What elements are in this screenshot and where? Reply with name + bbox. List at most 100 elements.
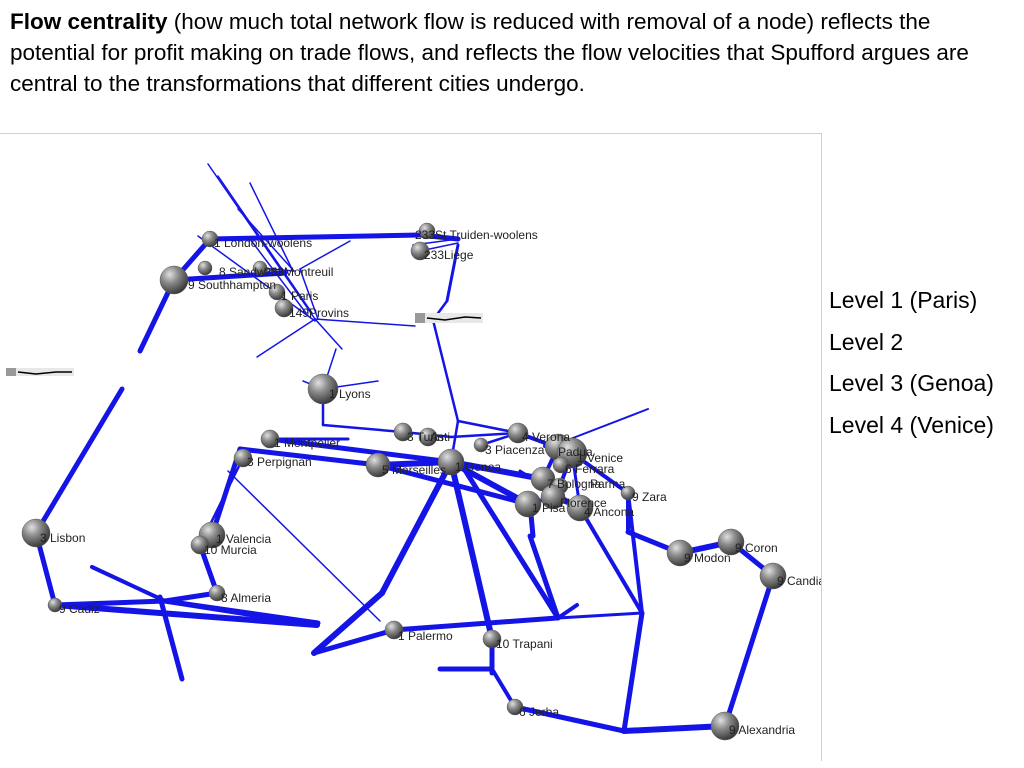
flow-edge <box>431 318 460 423</box>
city-label: 1 Valencia <box>216 532 271 546</box>
flow-edge <box>391 615 560 633</box>
city-node <box>482 629 502 649</box>
flow-edge <box>311 590 385 656</box>
city-node <box>410 241 430 261</box>
city-label: Asti <box>430 430 450 444</box>
city-node <box>159 265 189 295</box>
flow-edge <box>207 232 423 242</box>
city-label: 9 Alexandria <box>729 723 795 737</box>
scale-bar-left <box>6 364 74 376</box>
city-label: 8 Sandwich <box>219 265 281 279</box>
flow-edge <box>267 436 454 465</box>
city-label: 9 Coron <box>735 541 778 555</box>
city-node <box>507 422 529 444</box>
city-label: 9 Southhampton <box>188 278 276 292</box>
city-label: 5 Marseilles <box>382 463 446 477</box>
flow-edge <box>321 423 405 434</box>
city-node <box>274 298 294 318</box>
city-node <box>252 260 268 276</box>
city-label: 1 Palermo <box>398 629 453 643</box>
flow-edge <box>237 446 381 468</box>
city-label: 149Provins <box>289 306 349 320</box>
city-label: 9 Cadiz <box>59 602 100 616</box>
flow-edge <box>157 594 185 682</box>
flow-edge <box>162 598 320 628</box>
city-label: 233Liege <box>424 248 474 262</box>
flow-edge <box>90 565 167 603</box>
flow-edge <box>621 610 645 734</box>
city-node <box>620 485 636 501</box>
city-node <box>307 373 339 405</box>
city-node <box>717 528 745 556</box>
flow-edge <box>722 573 776 729</box>
flow-edge <box>52 602 320 628</box>
flow-edge <box>556 603 579 620</box>
flow-edge <box>299 240 351 270</box>
city-label: 3 Perpignan <box>247 455 312 469</box>
city-node <box>233 448 253 468</box>
flow-edge <box>162 590 220 604</box>
flow-edge <box>52 598 168 608</box>
city-label: 233St Truiden-woolens <box>415 228 538 242</box>
city-label: 3 Turin <box>407 430 444 444</box>
city-node <box>710 711 740 741</box>
flow-edge <box>299 268 319 320</box>
flow-edge <box>449 431 520 439</box>
legend-item-level-1: Level 1 (Paris) <box>829 287 978 313</box>
city-label: 10 Trapani <box>496 637 553 651</box>
flow-edge <box>33 386 125 536</box>
flow-edge <box>311 627 397 656</box>
caption-text: (how much total network flow is reduced … <box>10 9 969 96</box>
flow-edge <box>379 459 454 596</box>
flow-edge <box>559 408 649 444</box>
city-node <box>418 427 438 447</box>
city-label: 8 Almeria <box>221 591 271 605</box>
city-node <box>506 698 524 716</box>
flow-edge <box>207 163 316 320</box>
flow-edge <box>621 723 728 734</box>
city-label: 1 Paris <box>281 289 318 303</box>
flow-edge <box>249 238 307 314</box>
flow-edge <box>209 446 243 538</box>
city-label: 1 Lyons <box>329 387 371 401</box>
city-label: 4 Verona <box>522 430 570 444</box>
flow-edge <box>256 318 316 358</box>
legend-item-level-4: Level 4 (Venice) <box>829 411 994 438</box>
city-label: Florence <box>560 496 607 510</box>
flow-edge <box>556 611 644 620</box>
flow-edge <box>375 462 531 507</box>
city-node <box>666 539 694 567</box>
flow-edge <box>249 182 293 270</box>
flow-edge <box>171 270 288 283</box>
city-label: Parma <box>590 477 626 491</box>
city-node <box>552 456 570 474</box>
city-node <box>201 230 219 248</box>
city-label: 6 Ferrara <box>565 462 615 476</box>
legend: Level 1 (Paris) Level 2 Level 3 (Genoa) … <box>829 280 994 446</box>
city-node <box>759 562 787 590</box>
city-label: 6 Jerba <box>519 705 559 719</box>
city-label: 3 Piacenza <box>485 443 545 457</box>
flow-edge <box>314 318 416 327</box>
flow-edge <box>626 491 644 615</box>
city-label: 9 Candia <box>777 574 821 588</box>
city-label: 1 Genoa <box>455 460 501 474</box>
flow-edge <box>460 464 561 621</box>
city-node <box>365 452 391 478</box>
city-node <box>260 429 280 449</box>
city-label: 9 Modon <box>684 551 731 565</box>
flow-edge <box>445 243 460 303</box>
city-label: 1 Venice <box>577 451 623 465</box>
flow-edge <box>448 459 495 642</box>
city-node <box>566 494 594 522</box>
city-node <box>540 484 566 510</box>
city-node <box>514 490 542 518</box>
city-label: 263Montreuil <box>264 265 333 279</box>
city-label: 3 Lisbon <box>40 531 85 545</box>
city-node <box>190 535 210 555</box>
caption: Flow centrality (how much total network … <box>10 6 1014 99</box>
city-label: 9 Zara <box>632 490 667 504</box>
flow-edge <box>448 459 546 482</box>
